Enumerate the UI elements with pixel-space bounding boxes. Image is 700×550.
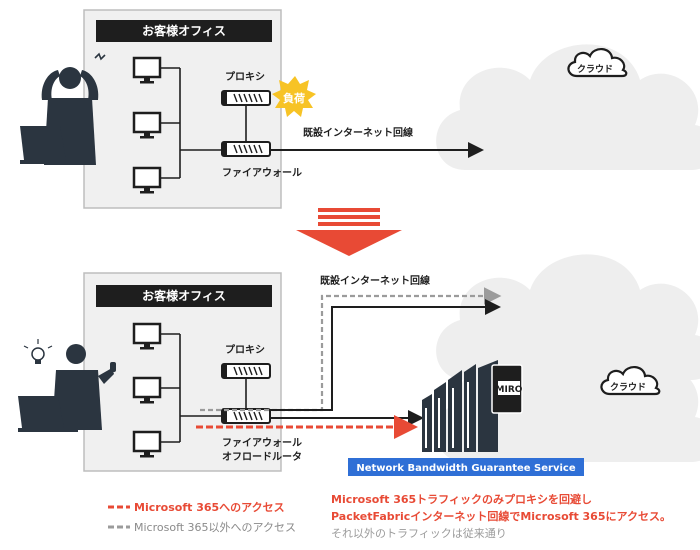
cloud-background-top — [436, 44, 700, 171]
load-badge-label: 負荷 — [283, 91, 305, 105]
internet-label-bottom: 既設インターネット回線 — [320, 274, 430, 287]
proxy-label-top: プロキシ — [225, 70, 265, 83]
legend-ms365: Microsoft 365へのアクセス — [134, 501, 285, 514]
note-line-2: PacketFabricインターネット回線でMicrosoft 365にアクセス… — [331, 509, 671, 523]
office-title-bar-bottom — [96, 285, 272, 307]
internet-label-top: 既設インターネット回線 — [303, 126, 413, 139]
office-title-top: お客様オフィス — [142, 23, 226, 38]
note: Microsoft 365トラフィックのみプロキシを回避し PacketFabr… — [331, 492, 671, 540]
firewall-label-bottom-2: オフロードルータ — [222, 451, 302, 463]
miro-label: MIRO — [496, 385, 523, 395]
note-line-3: それ以外のトラフィックは従来通り — [331, 527, 507, 540]
cloud-label-top: クラウド — [577, 64, 613, 75]
internet-line-bottom — [270, 299, 501, 411]
miro-building-icon: MIRO — [422, 360, 523, 452]
office-title-bar-top — [96, 20, 272, 42]
cloud-icon-bottom: クラウド — [600, 365, 661, 396]
firewall-label-top: ファイアウォール — [222, 167, 302, 179]
legend: Microsoft 365へのアクセス Microsoft 365以外へのアクセ… — [108, 501, 296, 534]
firewall-label-bottom-1: ファイアウォール — [222, 437, 302, 449]
stressed-person-icon — [20, 52, 106, 165]
load-badge: 負荷 — [272, 76, 316, 117]
transition-arrow — [296, 208, 402, 256]
legend-other: Microsoft 365以外へのアクセス — [134, 521, 296, 534]
service-banner — [348, 458, 584, 476]
firewall-appliance-top — [221, 141, 271, 157]
note-line-1: Microsoft 365トラフィックのみプロキシを回避し — [331, 492, 592, 506]
thumbs-up-person-icon — [18, 339, 116, 432]
proxy-appliance-top — [221, 90, 271, 106]
lan-lines-top — [160, 67, 247, 179]
proxy-appliance-bottom — [221, 363, 271, 379]
office-box-top — [83, 9, 282, 209]
lan-lines-bottom — [160, 333, 247, 443]
cloud-label-bottom: クラウド — [610, 382, 646, 393]
service-label: Network Bandwidth Guarantee Service — [356, 463, 575, 474]
office-title-bottom: お客様オフィス — [142, 288, 226, 303]
cloud-icon-top: クラウド — [567, 47, 628, 78]
other-traffic-path — [200, 287, 502, 412]
proxy-label-bottom: プロキシ — [225, 343, 265, 356]
firewall-appliance-bottom — [221, 408, 271, 424]
